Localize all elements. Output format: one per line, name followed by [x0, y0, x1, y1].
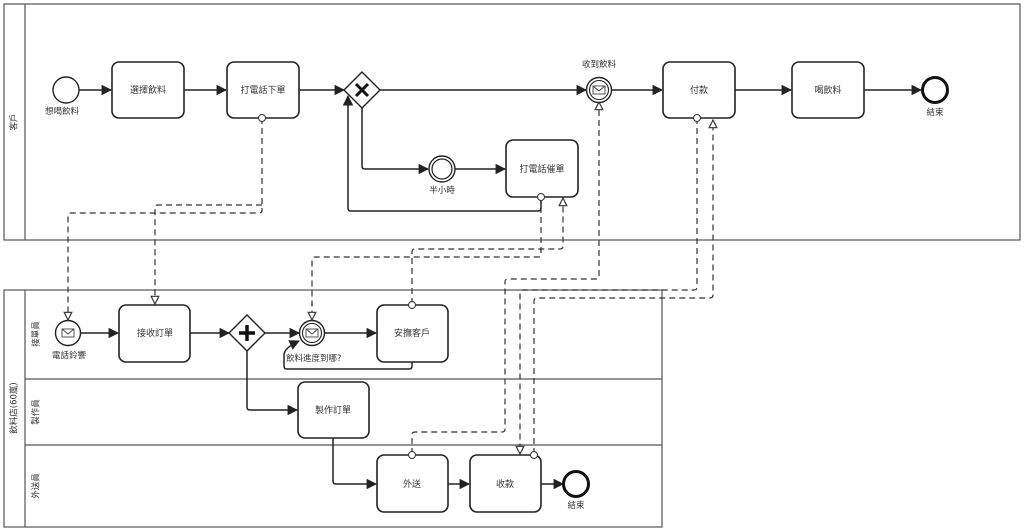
exclusive-gateway[interactable] [343, 71, 381, 109]
task-label: 打電話催單 [519, 163, 564, 175]
sequence-flows [79, 84, 923, 490]
end-event-label: 結束 [926, 107, 944, 118]
plus-gateway-icon [239, 325, 255, 341]
msg-flow-call-to-receive [155, 204, 262, 304]
task-deliver[interactable]: 外送 [376, 451, 449, 513]
lane-order-clerk-label: 接單員 [31, 321, 42, 347]
lane-maker-label: 製作員 [31, 399, 42, 425]
task-receive-order[interactable]: 接收訂單 [118, 304, 191, 363]
task-label: 付款 [690, 84, 708, 96]
task-collect-payment[interactable]: 收款 [469, 451, 542, 513]
end-event-label: 結束 [567, 500, 585, 511]
task-call-urge[interactable]: 打電話催單 [505, 139, 579, 201]
task-call-order[interactable]: 打電話下單 [226, 61, 300, 122]
progress-event-label: 飲料進度到哪? [286, 353, 342, 364]
message-source-icon [258, 114, 266, 122]
message-source-icon [693, 114, 701, 122]
msg-flow-deliver-to-receive [411, 102, 599, 454]
end-event-shop[interactable]: 結束 [562, 470, 590, 512]
message-flows [68, 102, 713, 454]
msg-flow-call-to-phone [68, 118, 263, 320]
timer-event-half-hour[interactable]: 半小時 [428, 155, 456, 196]
msg-flow-comfort-to-urge [411, 198, 563, 304]
message-source-icon [530, 451, 538, 459]
task-label: 接收訂單 [137, 327, 173, 339]
task-label: 製作訂單 [315, 404, 351, 416]
lane-delivery-label: 外送員 [31, 473, 42, 499]
task-drink[interactable]: 喝飲料 [791, 61, 865, 119]
task-comfort-customer[interactable]: 安撫客戶 [376, 301, 449, 363]
task-pay[interactable]: 付款 [662, 61, 736, 122]
task-choose-drink[interactable]: 選擇飲料 [111, 61, 185, 119]
x-gateway-icon [354, 82, 370, 98]
timer-event-icon [431, 158, 453, 180]
envelope-icon [592, 85, 606, 95]
message-start-event-phone-ring[interactable]: 電話鈴響 [52, 319, 87, 362]
message-source-icon [408, 451, 416, 459]
start-event-want-drink[interactable]: 想喝飲料 [45, 76, 80, 117]
msg-flow-urge-to-progress [312, 197, 542, 320]
pool-customer[interactable]: 客戶 [3, 3, 1021, 241]
message-source-icon [408, 301, 416, 309]
msg-flow-collect-to-pay [533, 120, 713, 454]
envelope-icon [61, 328, 75, 338]
timer-event-label: 半小時 [429, 185, 455, 196]
task-label: 喝飲料 [814, 84, 841, 96]
receive-event-label: 收到飲料 [582, 59, 617, 70]
pool-customer-label: 客戶 [9, 113, 20, 130]
msg-flow-pay-to-collect [520, 118, 698, 454]
task-make-order[interactable]: 製作訂單 [297, 381, 370, 439]
task-label: 安撫客戶 [394, 327, 430, 339]
task-label: 外送 [403, 478, 421, 490]
start-event-label: 想喝飲料 [45, 106, 80, 117]
end-event-customer[interactable]: 結束 [921, 76, 949, 119]
task-label: 打電話下單 [240, 84, 285, 96]
parallel-gateway[interactable] [228, 314, 266, 352]
phone-event-label: 電話鈴響 [52, 350, 87, 361]
envelope-icon [305, 328, 319, 338]
task-label: 選擇飲料 [130, 84, 166, 96]
message-source-icon [537, 193, 545, 201]
task-label: 收款 [496, 478, 514, 490]
pool-shop-label: 飲料店(60嵐) [9, 382, 20, 433]
message-event-receive-drink[interactable]: 收到飲料 [582, 59, 617, 104]
message-event-progress-query[interactable]: 飲料進度到哪? [286, 319, 342, 365]
